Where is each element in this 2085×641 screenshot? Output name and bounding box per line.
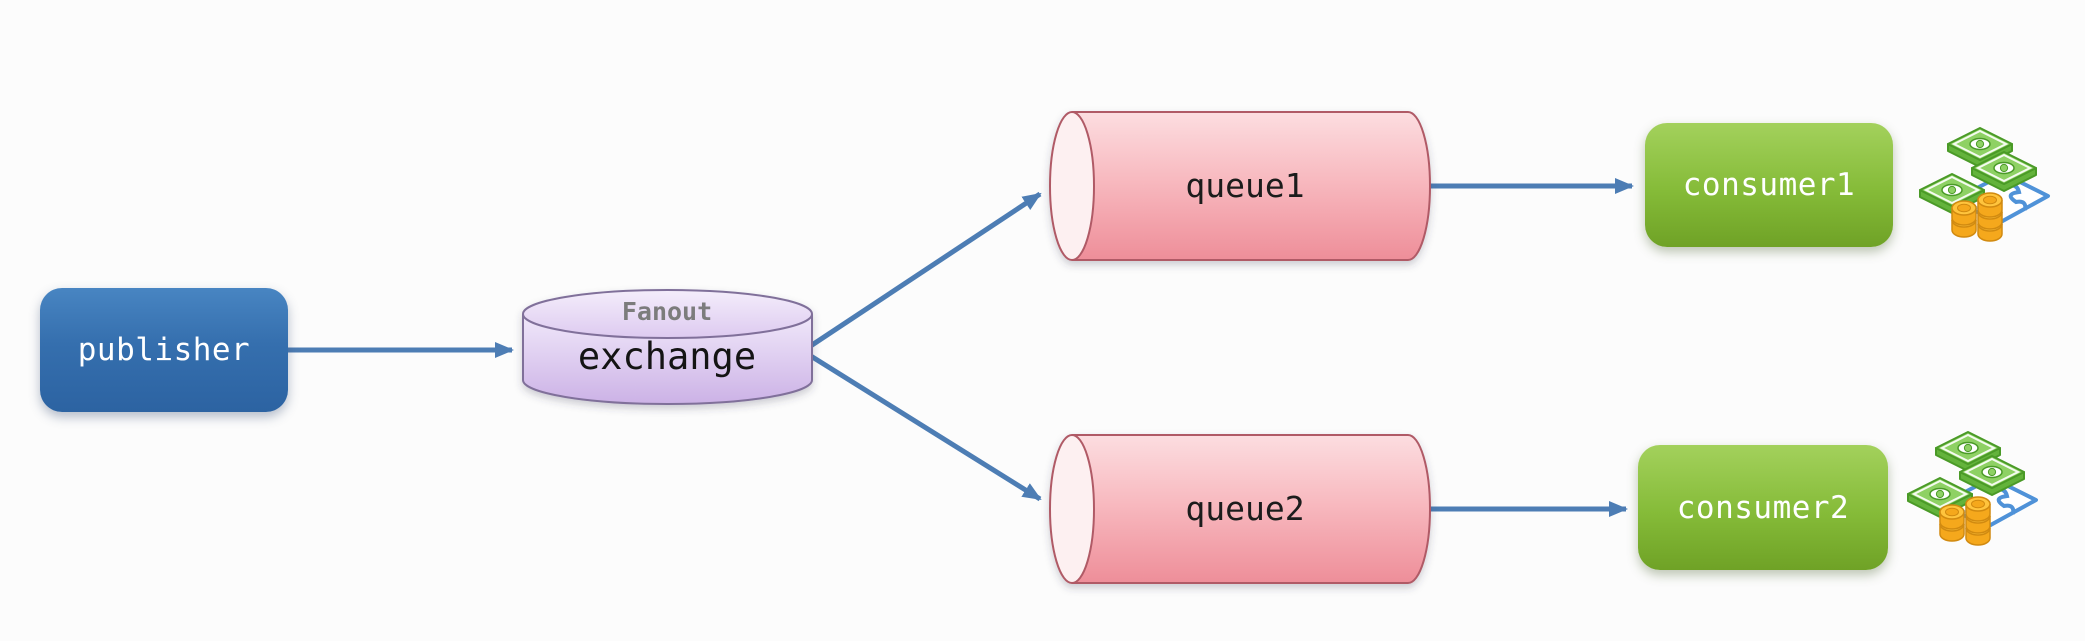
consumer1-node: consumer1 <box>1645 123 1893 247</box>
money-cash-icon <box>1920 128 2048 241</box>
queue2-label: queue2 <box>1185 489 1305 528</box>
exchange-label: exchange <box>577 335 757 378</box>
queue1-cylinder-body <box>1072 111 1431 261</box>
queue2-cylinder-face <box>1049 434 1095 584</box>
exchange-cylinder-body <box>522 314 813 405</box>
exchange-node-shape <box>522 289 813 405</box>
consumer2-label: consumer2 <box>1676 489 1850 526</box>
queue1-node-shape <box>1049 111 1431 261</box>
arrow-exchange-to-queue1 <box>804 191 1042 352</box>
queue1-label: queue1 <box>1185 166 1305 205</box>
arrows <box>286 178 1634 517</box>
publisher-label: publisher <box>77 332 251 368</box>
exchange-type-label: Fanout <box>621 297 713 326</box>
consumer2-node: consumer2 <box>1638 445 1888 570</box>
consumer1-label: consumer1 <box>1682 167 1856 203</box>
queue2-node-shape <box>1049 434 1431 584</box>
exchange-cylinder-top <box>522 289 813 339</box>
queue1-cylinder-face <box>1049 111 1095 261</box>
arrow-exchange-to-queue2 <box>804 350 1042 502</box>
publisher-node: publisher <box>40 288 288 412</box>
money-cash-icon <box>1908 432 2036 545</box>
queue2-cylinder-body <box>1072 434 1431 584</box>
